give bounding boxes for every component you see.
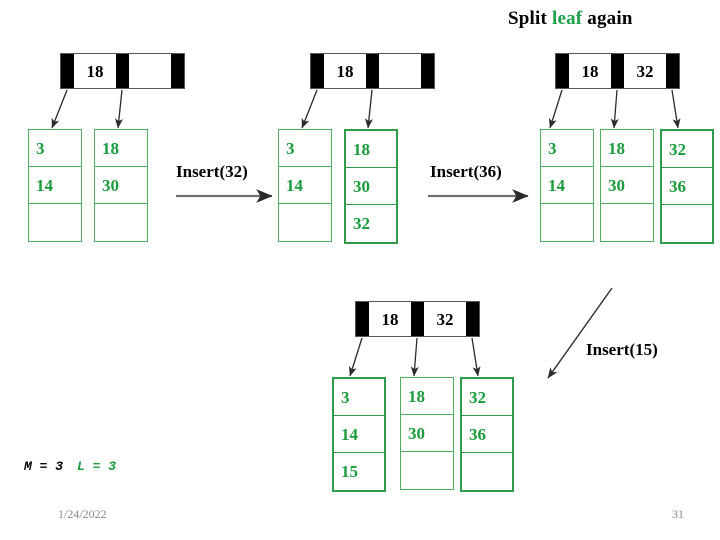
- leaf-cell: [601, 204, 653, 241]
- tree-after-insert-15-leaf-0: 3 14 15: [332, 377, 386, 492]
- root-key-0: 18: [569, 54, 611, 88]
- page-title: Split leaf again: [508, 8, 633, 30]
- tree-after-insert-36-leaf-0: 3 14: [540, 129, 594, 242]
- operation-label-insert-15: Insert(15): [586, 340, 658, 359]
- leaf-cell: 30: [346, 168, 396, 205]
- leaf-cell: [662, 205, 712, 242]
- leaf-cell: 3: [279, 130, 331, 167]
- footer-page-number: 31: [672, 507, 684, 521]
- root-pointer-2: [421, 54, 434, 88]
- parameter-l: L = 3: [77, 459, 117, 474]
- leaf-cell: 18: [601, 130, 653, 167]
- root-key-1: [129, 54, 171, 88]
- tree-after-insert-15-leaf-1: 18 30: [400, 377, 454, 490]
- leaf-cell: 32: [662, 131, 712, 168]
- root-pointer-1: [116, 54, 129, 88]
- tree-initial-pointer-arrows: [51, 89, 123, 129]
- leaf-cell: 3: [541, 130, 593, 167]
- tree-after-insert-15-root-node: 18 32: [355, 301, 480, 337]
- root-key-1: 32: [624, 54, 666, 88]
- tree-initial-leaf-0: 3 14: [28, 129, 82, 242]
- leaf-cell: 14: [334, 416, 384, 453]
- root-key-1: [379, 54, 421, 88]
- root-pointer-0: [356, 302, 369, 336]
- root-pointer-2: [466, 302, 479, 336]
- leaf-cell: 14: [541, 167, 593, 204]
- root-pointer-2: [171, 54, 184, 88]
- leaf-cell: [462, 453, 512, 490]
- leaf-cell: 14: [29, 167, 81, 204]
- root-pointer-0: [311, 54, 324, 88]
- leaf-cell: 32: [353, 214, 370, 233]
- tree-after-insert-15-leaf-2: 32 36: [460, 377, 514, 492]
- leaf-cell: [401, 452, 453, 489]
- parameter-m: M = 3: [24, 459, 64, 474]
- root-key-0: 18: [324, 54, 366, 88]
- leaf-cell: [541, 204, 593, 241]
- tree-after-insert-32-leaf-1: 18 30 32: [344, 129, 398, 244]
- root-pointer-0: [556, 54, 569, 88]
- leaf-cell: 3: [29, 130, 81, 167]
- root-pointer-1: [611, 54, 624, 88]
- tree-after-insert-32-root-node: 18: [310, 53, 435, 89]
- root-pointer-1: [411, 302, 424, 336]
- tree-after-insert-32-pointer-arrows: [301, 89, 373, 129]
- leaf-cell: 14: [279, 167, 331, 204]
- leaf-cell: 36: [662, 168, 712, 205]
- leaf-cell: [95, 204, 147, 241]
- leaf-cell: 32: [462, 379, 512, 416]
- tree-after-insert-15-pointer-arrows: [348, 337, 481, 377]
- leaf-cell: [279, 204, 331, 241]
- leaf-cell: 18: [401, 378, 453, 415]
- tree-after-insert-36-pointer-arrows: [548, 89, 681, 129]
- leaf-cell: 30: [401, 415, 453, 452]
- tree-initial-root-node: 18: [60, 53, 185, 89]
- tree-after-insert-36-leaf-2: 32 36: [660, 129, 714, 244]
- tree-after-insert-36-root-node: 18 32: [555, 53, 680, 89]
- tree-initial-leaf-1: 18 30: [94, 129, 148, 242]
- page-title-prefix: Split: [508, 8, 552, 29]
- operation-label-insert-32: Insert(32): [176, 162, 248, 181]
- leaf-cell: 3: [334, 379, 384, 416]
- root-key-0: 18: [74, 54, 116, 88]
- root-pointer-0: [61, 54, 74, 88]
- page-title-suffix: again: [582, 8, 633, 29]
- tree-after-insert-36-leaf-1: 18 30: [600, 129, 654, 242]
- transition-arrow-insert-15: [547, 287, 613, 379]
- page-title-highlight: leaf: [551, 8, 583, 29]
- root-key-0: 18: [369, 302, 411, 336]
- root-key-1: 32: [424, 302, 466, 336]
- leaf-cell: 18: [95, 130, 147, 167]
- leaf-cell: [29, 204, 81, 241]
- leaf-cell: 15: [341, 462, 358, 481]
- footer-date: 1/24/2022: [58, 507, 107, 521]
- root-pointer-2: [666, 54, 679, 88]
- leaf-cell: 30: [601, 167, 653, 204]
- tree-parameters: M = 3 L = 3: [24, 459, 116, 474]
- leaf-cell: 18: [346, 131, 396, 168]
- operation-label-insert-36: Insert(36): [430, 162, 502, 181]
- leaf-cell: 36: [462, 416, 512, 453]
- tree-after-insert-32-leaf-0: 3 14: [278, 129, 332, 242]
- leaf-cell: 30: [95, 167, 147, 204]
- root-pointer-1: [366, 54, 379, 88]
